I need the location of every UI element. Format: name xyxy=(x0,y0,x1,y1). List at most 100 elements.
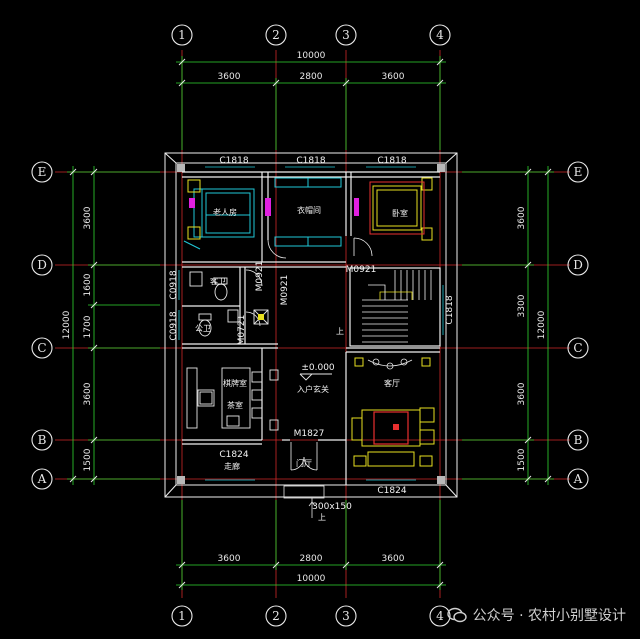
door-label: M0921 xyxy=(280,275,290,306)
grid-bubble xyxy=(31,254,53,276)
grid-bubble xyxy=(31,337,53,359)
room-label-study-1: 棋牌室 xyxy=(223,378,247,388)
room-label-study-2: 茶室 xyxy=(227,400,243,410)
dim-left-span: 3600 xyxy=(83,206,93,229)
grid-label: A xyxy=(37,472,47,486)
room-label-bath-bottom: 公卫 xyxy=(195,324,211,333)
coffee-table xyxy=(393,424,399,430)
window-label: C0918 xyxy=(169,311,179,340)
grid-bubble xyxy=(567,161,589,183)
dim-right-span: 3600 xyxy=(517,382,527,405)
dim-top-span: 3600 xyxy=(382,72,405,82)
door-label: M1827 xyxy=(294,429,325,439)
staircase xyxy=(362,270,432,343)
grid-label: E xyxy=(574,165,583,179)
door-label: M0921 xyxy=(346,265,377,275)
window-label: C1824 xyxy=(377,486,406,496)
grid-label: C xyxy=(37,341,46,355)
grid-label: 2 xyxy=(272,28,280,42)
grid-label: D xyxy=(37,258,47,272)
room-label-wardrobe: 衣帽间 xyxy=(297,205,321,215)
room-label-bedroom: 卧室 xyxy=(392,208,408,218)
room-label-corridor: 走廊 xyxy=(224,461,240,471)
grid-axes xyxy=(55,50,570,598)
columns xyxy=(177,164,445,484)
grid-bubble xyxy=(31,429,53,451)
grid-bubble xyxy=(429,24,451,46)
grid-bubbles-bottom: 1 2 3 4 xyxy=(171,605,451,627)
dim-bottom-span: 3600 xyxy=(382,554,405,564)
grid-label: E xyxy=(38,165,47,179)
step-up-label: 上 xyxy=(318,513,326,522)
dim-top-total: 10000 xyxy=(297,51,326,61)
window-label: C1818 xyxy=(296,156,325,166)
grid-bubble xyxy=(335,605,357,627)
window-label: C1824 xyxy=(219,450,248,460)
wechat-icon xyxy=(446,607,467,623)
door-label: M0921 xyxy=(255,261,265,292)
level-text: ±0.000 xyxy=(301,363,335,373)
grid-bubble xyxy=(31,161,53,183)
room-label-master-bedroom: 老人房 xyxy=(213,207,237,217)
bedroom-bed xyxy=(372,177,433,241)
grid-bubble xyxy=(265,605,287,627)
windows-glazing xyxy=(178,166,444,481)
window-label: C1818 xyxy=(377,156,406,166)
dim-bottom-span: 3600 xyxy=(218,554,241,564)
watermark-text: 公众号 · 农村小别墅设计 xyxy=(472,608,626,624)
entry-step xyxy=(283,485,325,518)
living-furniture xyxy=(351,407,435,467)
dim-left-span: 1700 xyxy=(83,315,93,338)
grid-bubble xyxy=(265,24,287,46)
grid-label: 3 xyxy=(342,28,350,42)
living-chandelier xyxy=(367,358,413,370)
dim-left-total: 12000 xyxy=(62,310,72,339)
grid-label: 2 xyxy=(272,609,280,623)
dim-left-span: 1500 xyxy=(83,448,93,471)
window-label: C1818 xyxy=(445,295,455,324)
dim-right-span: 1500 xyxy=(517,448,527,471)
grid-bubble xyxy=(171,24,193,46)
grid-label: B xyxy=(574,433,583,447)
grid-bubble xyxy=(567,429,589,451)
bath-sink-marks xyxy=(258,314,264,320)
window-label: C1818 xyxy=(219,156,248,166)
dim-right-total: 12000 xyxy=(537,310,547,339)
dim-bottom-span: 2800 xyxy=(300,554,323,564)
grid-label: 1 xyxy=(178,609,186,623)
living-rug xyxy=(373,411,409,445)
window-label: C0918 xyxy=(169,270,179,299)
dim-left-span: 1600 xyxy=(83,273,93,296)
dim-right-span: 3300 xyxy=(517,294,527,317)
study-furniture xyxy=(186,367,279,431)
building-outline xyxy=(164,152,458,498)
room-label-entry: 入户玄关 xyxy=(297,384,329,394)
room-label-gate: 门厅 xyxy=(296,458,312,468)
door-label: M0721 xyxy=(237,315,247,346)
grid-bubbles-left: E D C B A xyxy=(31,161,53,490)
bedside-lamps xyxy=(189,198,359,216)
dim-top-span: 3600 xyxy=(218,72,241,82)
bedroom-rug xyxy=(369,181,425,235)
grid-label: 3 xyxy=(342,609,350,623)
plant-1 xyxy=(354,357,364,367)
grid-bubble xyxy=(171,605,193,627)
dim-right-span: 3600 xyxy=(517,206,527,229)
stair-up-label: 上 xyxy=(336,327,344,336)
grid-bubbles-top: 1 2 3 4 xyxy=(171,24,451,46)
grid-label: C xyxy=(573,341,582,355)
wardrobe xyxy=(183,177,342,250)
grid-bubble xyxy=(567,337,589,359)
dimension-lines xyxy=(67,56,554,590)
step-note: 300x150 xyxy=(312,502,352,512)
grid-label: 1 xyxy=(178,28,186,42)
room-label-living: 客厅 xyxy=(384,378,400,388)
grid-bubble xyxy=(429,605,451,627)
grid-bubble xyxy=(567,254,589,276)
watermark: 公众号 · 农村小别墅设计 xyxy=(446,605,626,625)
dim-left-span: 3600 xyxy=(83,382,93,405)
grid-label: B xyxy=(38,433,47,447)
grid-label: 4 xyxy=(436,28,444,42)
grid-bubble xyxy=(31,468,53,490)
